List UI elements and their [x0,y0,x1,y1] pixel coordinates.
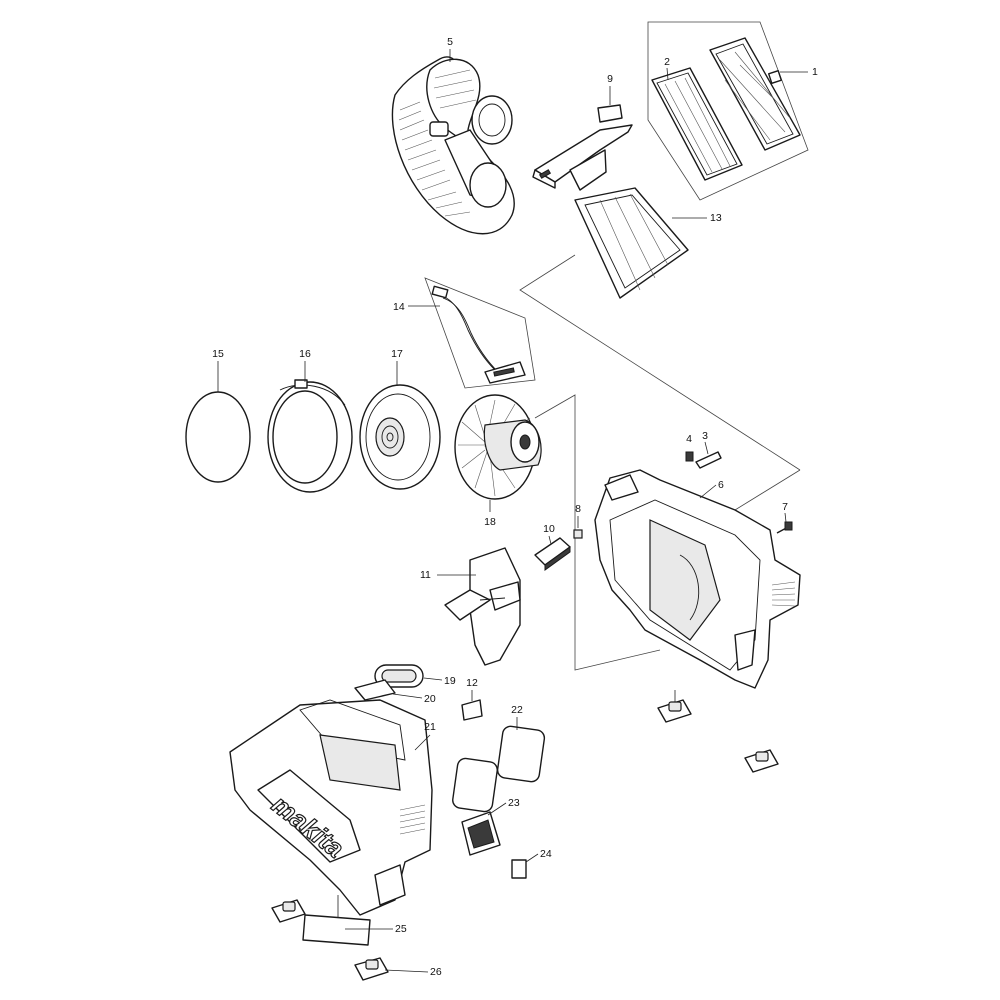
callout-3: 3 [702,430,708,442]
part-3-bracket[interactable] [695,451,722,469]
part-16-ring[interactable] [267,379,353,493]
part-26-foot-3[interactable] [657,699,692,723]
part-10-switch[interactable] [534,537,571,571]
callout-26: 26 [430,966,442,978]
callout-12: 12 [466,677,478,689]
part-25-plate[interactable] [302,914,371,946]
callout-6: 6 [718,479,724,491]
callout-15: 15 [212,348,224,360]
callout-17: 17 [391,348,403,360]
part-14-cable[interactable] [431,285,526,384]
part-17-motor-cover[interactable] [359,384,441,490]
part-26-foot-2[interactable] [271,899,306,923]
callout-23: 23 [508,797,520,809]
part-2-filter[interactable] [651,67,743,181]
callout-11: 11 [420,569,431,581]
part-9-filter-holder[interactable] [532,104,633,191]
callout-9: 9 [607,73,613,85]
callout-20: 20 [424,693,436,705]
part-7-screw[interactable] [776,521,793,534]
part-4-spring[interactable] [685,451,694,462]
callout-2: 2 [664,56,670,68]
part-22-filter-pads[interactable] [452,725,546,813]
part-1-filter-case[interactable] [709,37,801,151]
callout-19: 19 [444,675,456,687]
part-11-duct[interactable] [444,547,521,666]
callout-7: 7 [782,501,788,513]
part-12-button[interactable] [461,699,483,721]
part-21-housing[interactable]: makita [229,699,433,916]
callout-18: 18 [484,516,496,528]
callout-21: 21 [424,721,436,733]
callout-22: 22 [511,704,523,716]
part-23-controller[interactable] [461,811,501,856]
part-20-plate[interactable] [354,679,396,701]
callout-25: 25 [395,923,407,935]
callout-8: 8 [575,503,581,515]
callout-5: 5 [447,36,453,48]
callout-1: 1 [812,66,818,78]
cable-group-frame [424,277,536,389]
callout-14: 14 [393,301,405,313]
filter-group-frame [647,21,809,201]
part-15-disc[interactable] [185,391,251,483]
callout-10: 10 [543,523,555,535]
part-18-fan-motor[interactable] [454,394,542,500]
part-26-foot-4[interactable] [744,749,779,773]
part-13-dust-bag[interactable] [574,187,689,299]
part-24-label[interactable] [511,859,527,879]
part-26-foot[interactable] [354,957,389,981]
callout-13: 13 [710,212,722,224]
callout-4: 4 [686,433,692,445]
part-8-cap[interactable] [573,529,583,539]
callout-16: 16 [299,348,311,360]
callout-24: 24 [540,848,552,860]
part-5-hose[interactable] [391,56,515,235]
part-6-housing[interactable] [594,469,801,689]
